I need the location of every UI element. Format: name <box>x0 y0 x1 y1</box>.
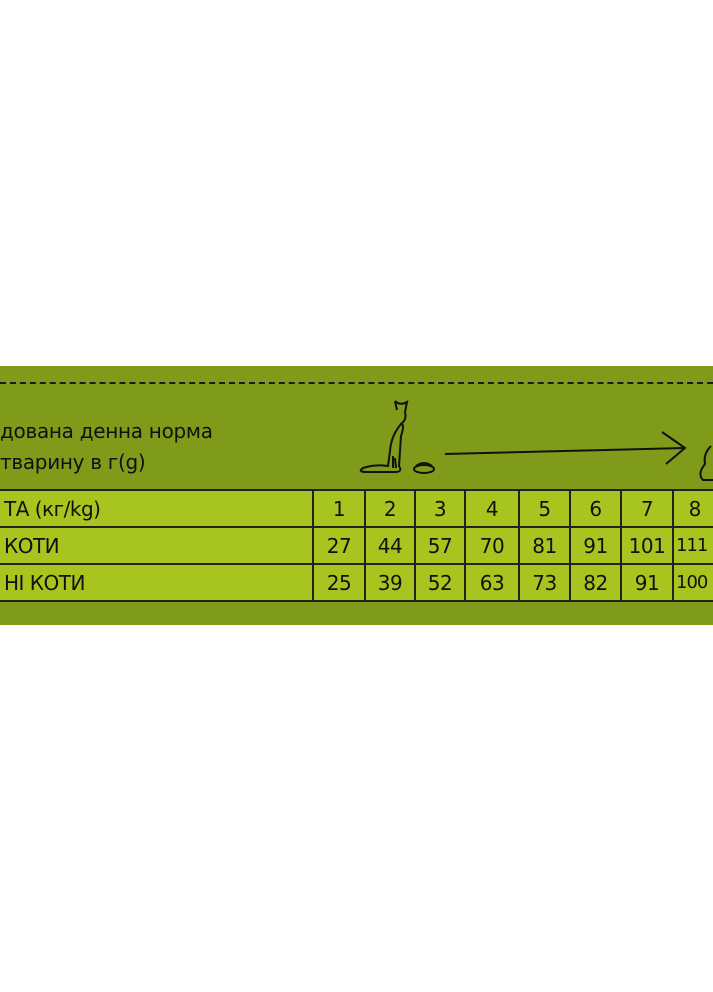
cell: 4 <box>464 489 520 528</box>
cat-icon <box>699 445 713 481</box>
cell: 82 <box>569 563 622 602</box>
feeding-guide-band: дована денна норма тварину в г(g) ТА (кг… <box>0 366 713 625</box>
cell: 81 <box>518 526 571 565</box>
cell: 63 <box>464 563 520 602</box>
cell: 3 <box>414 489 466 528</box>
cell: 7 <box>620 489 674 528</box>
cell: 100 <box>672 563 713 602</box>
row-label: НІ КОТИ <box>0 563 314 602</box>
cell: 1 <box>312 489 366 528</box>
cell: 44 <box>364 526 416 565</box>
table-row-adult-cats: КОТИ 27 44 57 70 81 91 101 111 <box>0 526 713 565</box>
cell: 39 <box>364 563 416 602</box>
title-line-2: тварину в г(g) <box>0 450 146 474</box>
cell: 2 <box>364 489 416 528</box>
cell: 6 <box>569 489 622 528</box>
cell: 57 <box>414 526 466 565</box>
cell: 52 <box>414 563 466 602</box>
cell: 73 <box>518 563 571 602</box>
cell: 91 <box>569 526 622 565</box>
row-label: ТА (кг/kg) <box>0 489 314 528</box>
feeding-table: ТА (кг/kg) 1 2 3 4 5 6 7 8 КОТИ 27 44 57… <box>0 489 713 602</box>
cell: 8 <box>672 489 713 528</box>
table-row-weight: ТА (кг/kg) 1 2 3 4 5 6 7 8 <box>0 489 713 528</box>
cell: 101 <box>620 526 674 565</box>
cat-with-bowl-icon <box>359 400 435 474</box>
cell: 111 <box>672 526 713 565</box>
row-label: КОТИ <box>0 526 314 565</box>
title-line-1: дована денна норма <box>0 419 213 443</box>
cell: 5 <box>518 489 571 528</box>
arrow-right-icon <box>444 431 687 465</box>
dashed-cut-line <box>0 382 713 384</box>
table-row-sterilised-cats: НІ КОТИ 25 39 52 63 73 82 91 100 <box>0 563 713 602</box>
cell: 70 <box>464 526 520 565</box>
cell: 91 <box>620 563 674 602</box>
cell: 25 <box>312 563 366 602</box>
cell: 27 <box>312 526 366 565</box>
